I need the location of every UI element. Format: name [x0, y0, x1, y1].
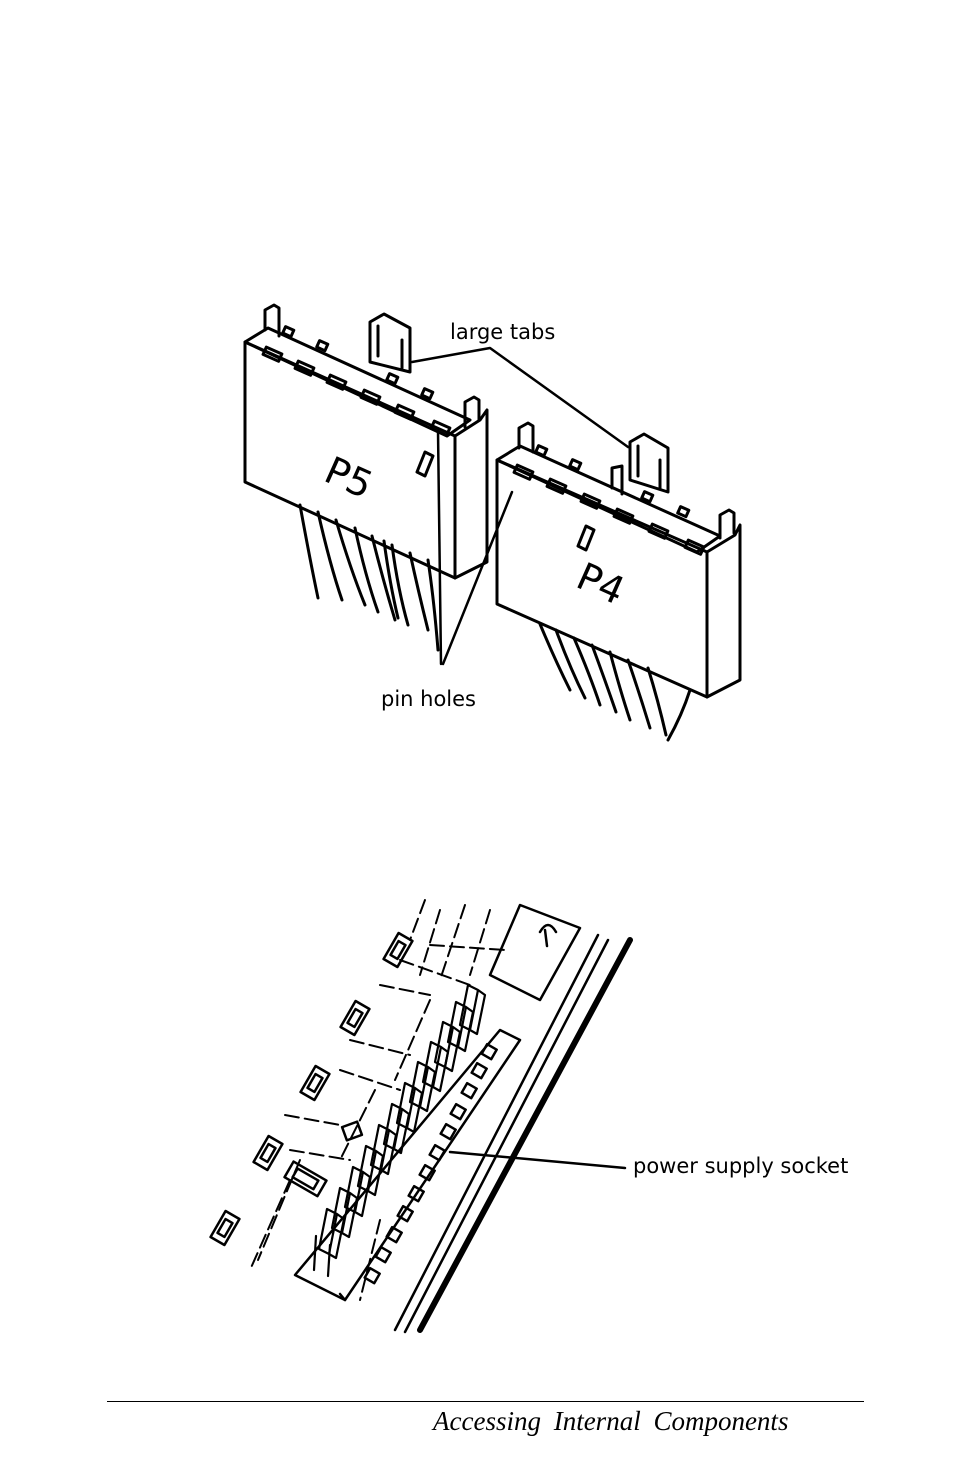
p5-wires — [298, 503, 440, 652]
board-traces — [249, 899, 506, 1301]
p5-connector — [243, 303, 489, 652]
p4-label: P4 — [570, 554, 631, 613]
socket-leader-line — [448, 1150, 627, 1170]
connector-illustration: P5 P4 large tabs pin holes — [243, 303, 742, 742]
small-components — [209, 931, 414, 1247]
p5-pin-holes — [261, 325, 452, 437]
p4-wires — [538, 622, 692, 742]
p4-connector — [495, 421, 742, 742]
power-supply-socket-label: power supply socket — [633, 1154, 848, 1178]
pin-holes-label: pin holes — [381, 687, 476, 711]
large-tabs-label: large tabs — [450, 320, 555, 344]
chip — [488, 903, 582, 1002]
p5-large-tab — [368, 312, 412, 374]
footer-rule — [107, 1401, 864, 1402]
power-supply-socket — [293, 983, 522, 1302]
p5-label: P5 — [318, 448, 379, 507]
running-title: Accessing Internal Components — [433, 1406, 789, 1436]
leader-lines — [410, 346, 630, 666]
p4-large-tab — [628, 432, 670, 494]
p4-pin-holes — [512, 444, 706, 556]
socket-pins — [312, 983, 487, 1278]
board-edge — [393, 933, 633, 1334]
